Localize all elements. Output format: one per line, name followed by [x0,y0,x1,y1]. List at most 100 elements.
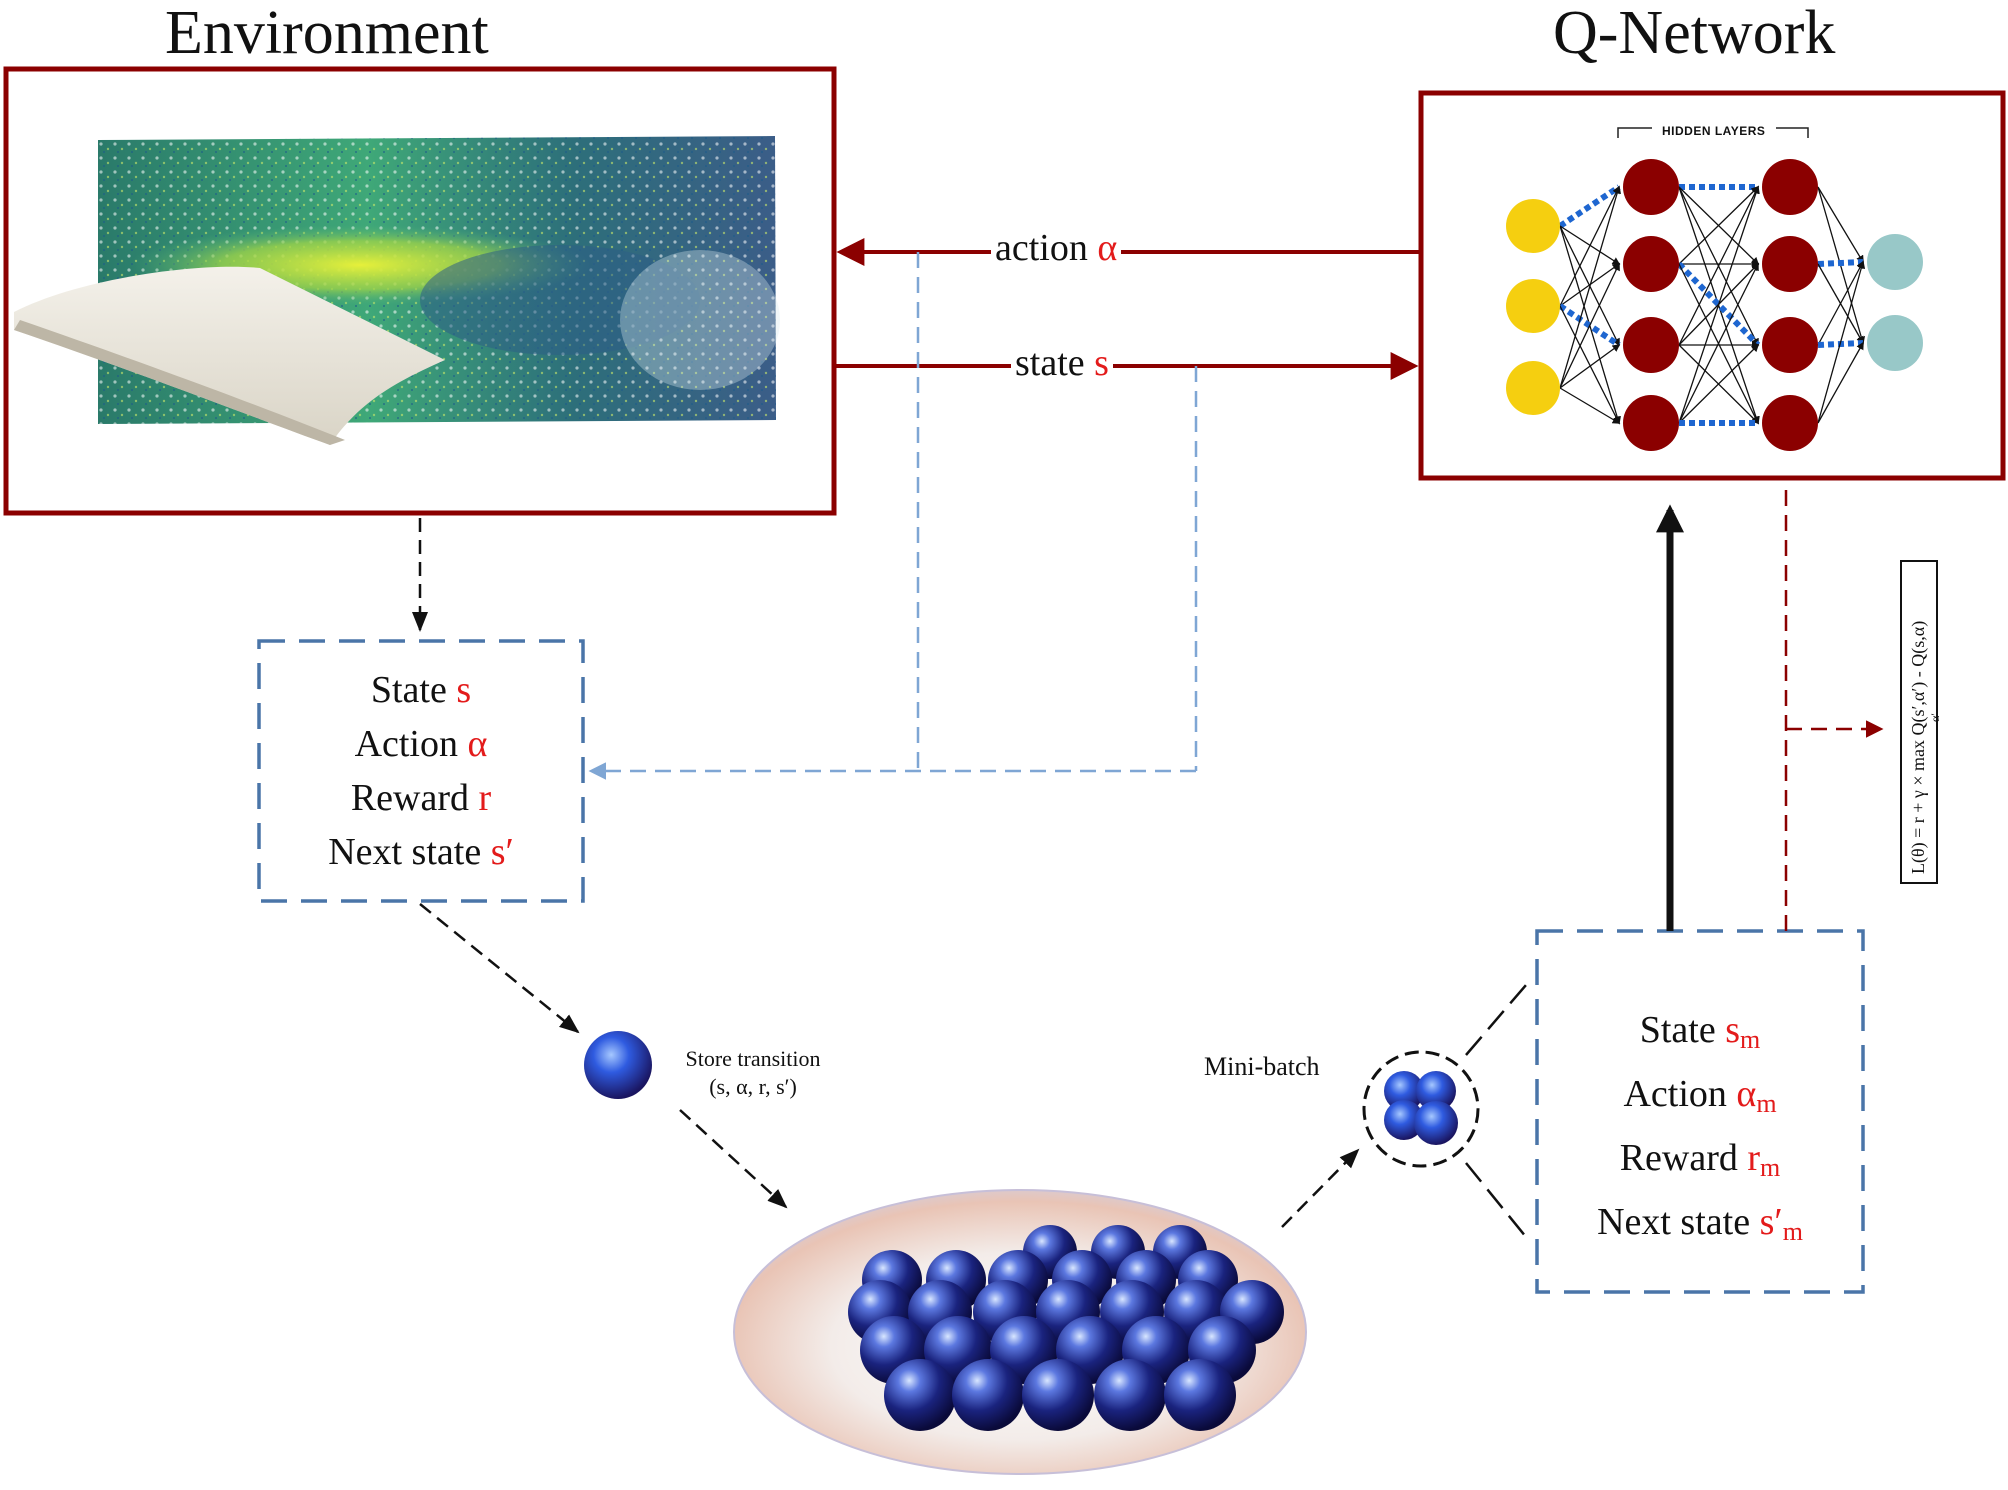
hidden2-node [1762,317,1818,373]
row-symbol-base: s [1725,1009,1741,1051]
action-label-word: action [995,227,1088,269]
weight-edge [1559,387,1621,424]
row-word: State [1639,1009,1716,1051]
row-word: Action [354,723,458,765]
state-label-word: state [1015,342,1085,384]
weight-edge [1817,186,1864,264]
input-node [1506,279,1560,333]
row-symbol: rm [1747,1137,1781,1182]
transition-to-store-arrow [419,903,580,1034]
buffer-sphere [1022,1359,1094,1431]
network-edges [1558,184,1866,426]
expand-line-bottom [1465,1162,1527,1238]
store-sphere [584,1031,652,1099]
highlighted-weight-edge [1558,184,1621,229]
hidden-layers-label-bg [1652,122,1776,138]
weight-edge [1817,260,1866,424]
hidden1-node [1623,159,1679,215]
transition-row-state: State s [262,663,580,717]
row-symbol-sub: m [1782,1217,1803,1246]
hidden1-node [1623,317,1679,373]
row-symbol: s [456,669,472,711]
row-word: State [370,669,447,711]
row-symbol: s′ [490,831,514,873]
hidden-layers-label: HIDDEN LAYERS [1662,124,1766,138]
input-node [1506,361,1560,415]
minibatch-row-reward: Reward rm [1540,1131,1860,1195]
weight-edge [1678,185,1760,265]
weight-edge [1559,344,1621,389]
minibatch-spheres [1384,1071,1458,1145]
loss-formula-box [1900,560,1938,884]
weight-edge [1559,262,1620,389]
transition-row-next-state: Next state s′ [262,825,580,879]
weight-edge [1559,185,1620,307]
transition-box [257,639,585,903]
row-symbol-sub: m [1756,1089,1777,1118]
row-symbol: r [478,777,492,819]
row-symbol-base: s′ [1759,1201,1783,1243]
weight-edge [1559,225,1621,265]
weight-edge [1678,185,1759,346]
record-feedback-lines [588,252,1198,780]
expand-line-top [1465,984,1527,1056]
weight-edge [1559,305,1620,425]
output-node [1867,315,1923,371]
weight-edge [1678,343,1760,424]
minibatch-label: Mini-batch [1204,1052,1320,1081]
transition-box-text: State s Action α Reward r Next state s′ [262,663,580,879]
q-network-title: Q-Network [1553,0,1836,67]
weight-edge [1559,263,1621,307]
minibatch-box [1535,929,1865,1294]
buffer-spheres [848,1225,1284,1431]
store-transition-line1: Store transition [685,1046,821,1071]
buffer-to-minibatch-arrow [1281,1148,1360,1228]
row-symbol: s′m [1759,1201,1803,1246]
transition-row-action: Action α [262,717,580,771]
row-symbol-sub: m [1760,1153,1781,1182]
transition-row-reward: Reward r [262,771,580,825]
highlighted-weight-edge [1817,259,1864,267]
row-symbol: αm [1736,1073,1777,1118]
row-word: Reward [1619,1137,1738,1179]
store-transition-line2: (s, α, r, s′) [709,1074,797,1099]
minibatch-row-next-state: Next state s′m [1540,1195,1860,1259]
hidden1-node [1623,395,1679,451]
weight-edge [1678,185,1760,424]
row-word: Next state [328,831,482,873]
buffer-sphere [1094,1359,1166,1431]
buffer-sphere [1164,1359,1236,1431]
input-node [1506,199,1560,253]
minibatch-box-text: State sm Action αm Reward rm Next state … [1540,1003,1860,1259]
minibatch-row-action: Action αm [1540,1067,1860,1131]
weight-edge [1559,185,1621,389]
weight-edge [1678,262,1759,424]
buffer-sphere [952,1359,1024,1431]
hidden2-node [1762,236,1818,292]
row-symbol: α [467,723,488,765]
store-to-buffer-arrow [679,1109,788,1209]
replay-buffer-image [733,1189,1307,1475]
loss-formula-text: L(θ) = r + γ × max Q(s′,α′) - Q(s,α) [1908,620,1928,874]
row-symbol-base: r [1747,1137,1761,1179]
hidden1-node [1623,236,1679,292]
flow-simulation-image [14,136,780,445]
hidden2-node [1762,395,1818,451]
state-label: state s [1011,341,1113,385]
action-label-symbol: α [1097,227,1118,269]
minibatch-row-state: State sm [1540,1003,1860,1067]
highlighted-weight-edge [1676,261,1761,348]
row-symbol-base: α [1736,1073,1757,1115]
buffer-sphere [884,1359,956,1431]
weight-edge [1817,341,1864,424]
environment-title: Environment [165,0,489,67]
row-word: Reward [350,777,470,819]
row-word: Action [1623,1073,1727,1115]
action-label: action α [991,226,1122,270]
loss-formula: L(θ) = r + γ × max Q(s′,α′) - Q(s,α) [1908,621,1929,874]
network-nodes [1506,159,1923,451]
state-label-symbol: s [1094,342,1109,384]
loss-formula-sub: α′ [1928,713,1942,722]
row-symbol-sub: m [1740,1025,1761,1054]
